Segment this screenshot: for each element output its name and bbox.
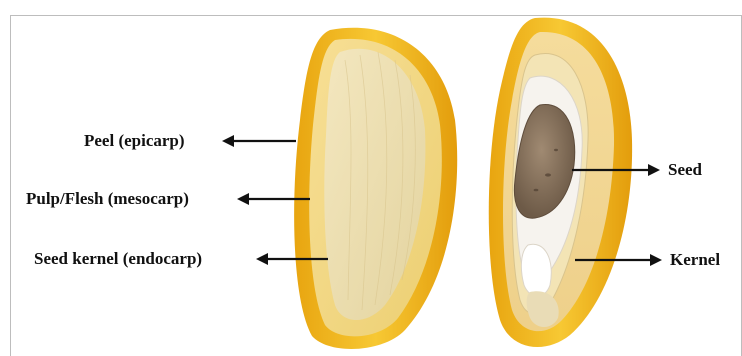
label-seed: Seed: [668, 160, 702, 180]
label-peel: Peel (epicarp): [84, 131, 185, 151]
left-mango-half: [294, 28, 457, 349]
kernel-fragment: [521, 244, 551, 296]
label-kernel: Kernel: [670, 250, 720, 270]
label-seed-kernel: Seed kernel (endocarp): [34, 249, 202, 269]
arrow-peel: [222, 135, 296, 147]
right-mango-half: [489, 18, 632, 347]
label-pulp: Pulp/Flesh (mesocarp): [26, 189, 189, 209]
